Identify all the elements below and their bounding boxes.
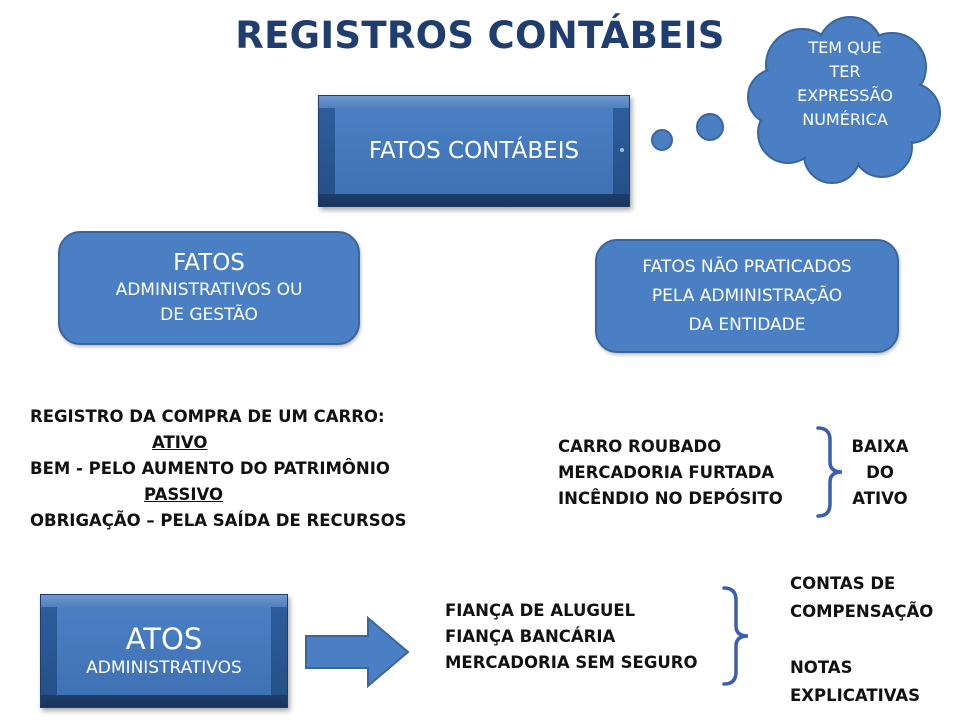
atos-line-1: ATOS bbox=[125, 622, 203, 656]
exemplo-2: MERCADORIA FURTADA bbox=[558, 463, 775, 482]
registro-passivo: PASSIVO bbox=[144, 485, 224, 504]
page-title: REGISTROS CONTÁBEIS bbox=[235, 14, 725, 57]
registro-block: REGISTRO DA COMPRA DE UM CARRO: ATIVO BE… bbox=[30, 404, 490, 534]
exemplo-3: INCÊNDIO NO DEPÓSITO bbox=[558, 489, 783, 508]
registro-heading: REGISTRO DA COMPRA DE UM CARRO: bbox=[30, 407, 385, 426]
registro-obrigacao: OBRIGAÇÃO – PELA SAÍDA DE RECURSOS bbox=[30, 511, 407, 530]
thought-cloud-text: TEM QUE TER EXPRESSÃO NUMÉRICA bbox=[770, 36, 920, 132]
fatos-nao-praticados-box: FATOS NÃO PRATICADOS PELA ADMINISTRAÇÃO … bbox=[595, 239, 899, 353]
fatos-admin-line-1: FATOS bbox=[173, 250, 245, 276]
ato-exemplo-3: MERCADORIA SEM SEGURO bbox=[445, 653, 698, 672]
atos-line-2: ADMINISTRATIVOS bbox=[86, 658, 242, 678]
thought-bubble-dots bbox=[651, 113, 724, 151]
exemplos-nao-praticados: CARRO ROUBADO MERCADORIA FURTADA INCÊNDI… bbox=[558, 434, 818, 512]
exemplos-atos: FIANÇA DE ALUGUEL FIANÇA BANCÁRIA MERCAD… bbox=[445, 598, 735, 676]
thought-cloud-shape bbox=[747, 16, 941, 184]
bracket-contas bbox=[722, 586, 749, 686]
cloud-line-1: TEM QUE bbox=[808, 38, 882, 57]
exemplo-1: CARRO ROUBADO bbox=[558, 437, 722, 456]
cloud-line-3: EXPRESSÃO bbox=[797, 86, 893, 105]
contas-line-2: COMPENSAÇÃO bbox=[790, 602, 934, 621]
fatos-contabeis-box: FATOS CONTÁBEIS bbox=[318, 95, 630, 207]
contas-line-1: CONTAS DE bbox=[790, 574, 896, 593]
fatos-nao-line-1: FATOS NÃO PRATICADOS bbox=[642, 256, 852, 277]
atos-administrativos-box: ATOS ADMINISTRATIVOS bbox=[40, 594, 288, 708]
box-dot bbox=[620, 148, 624, 152]
ato-exemplo-2: FIANÇA BANCÁRIA bbox=[445, 627, 616, 646]
right-arrow-icon bbox=[305, 615, 410, 689]
fatos-admin-line-2: ADMINISTRATIVOS OU bbox=[115, 280, 303, 300]
fatos-admin-line-3: DE GESTÃO bbox=[160, 305, 258, 325]
baixa-line-2: DO bbox=[866, 463, 894, 482]
baixa-ativo-label: BAIXA DO ATIVO bbox=[835, 434, 925, 512]
fatos-nao-line-2: PELA ADMINISTRAÇÃO bbox=[651, 285, 843, 306]
fatos-nao-line-3: DA ENTIDADE bbox=[688, 314, 806, 335]
contas-line-3: NOTAS bbox=[790, 658, 853, 677]
cloud-line-2: TER bbox=[829, 62, 861, 81]
baixa-line-1: BAIXA bbox=[851, 437, 909, 456]
registro-bem: BEM - PELO AUMENTO DO PATRIMÔNIO bbox=[30, 459, 390, 478]
contas-line-4: EXPLICATIVAS bbox=[790, 686, 921, 705]
registro-ativo: ATIVO bbox=[152, 433, 208, 452]
cloud-line-4: NUMÉRICA bbox=[802, 110, 888, 129]
fatos-contabeis-label: FATOS CONTÁBEIS bbox=[368, 138, 580, 164]
fatos-administrativos-box: FATOS ADMINISTRATIVOS OU DE GESTÃO bbox=[58, 231, 360, 345]
baixa-line-3: ATIVO bbox=[852, 489, 908, 508]
ato-exemplo-1: FIANÇA DE ALUGUEL bbox=[445, 601, 636, 620]
contas-block: CONTAS DE COMPENSAÇÃO NOTAS EXPLICATIVAS bbox=[790, 570, 960, 710]
bracket-baixa-ativo bbox=[816, 426, 843, 518]
